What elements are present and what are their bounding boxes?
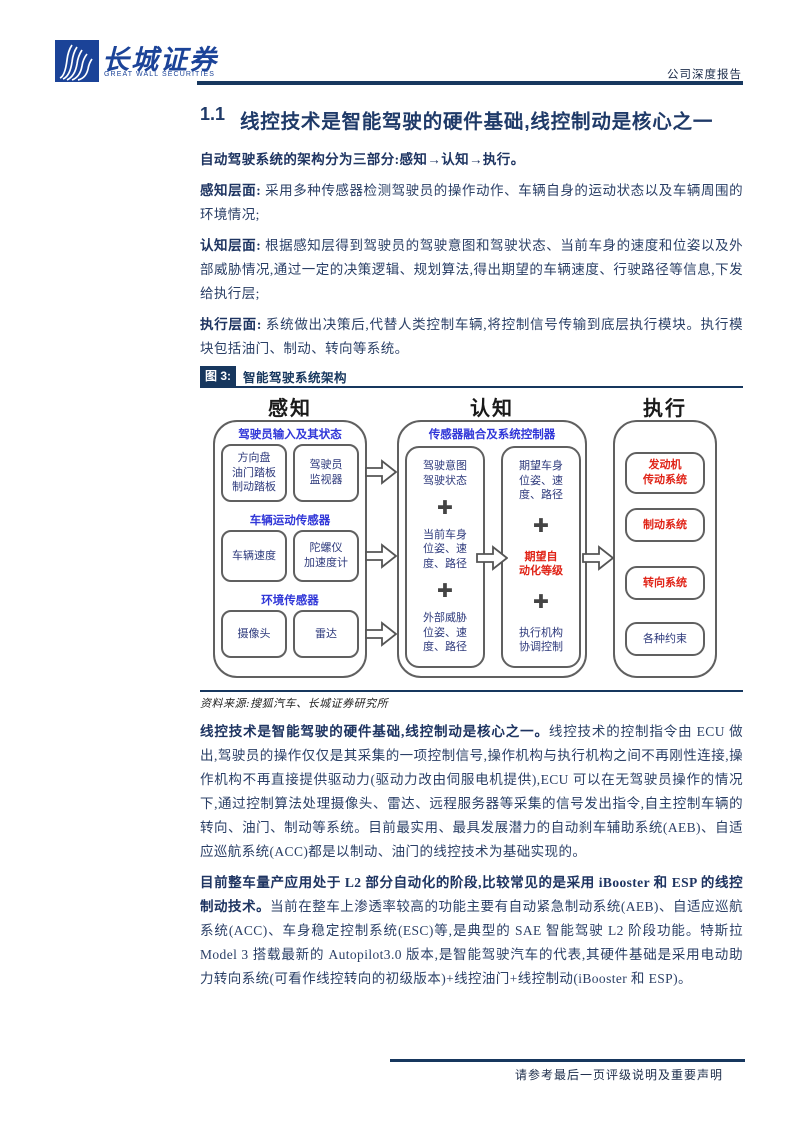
- arrow-icon: [476, 545, 508, 571]
- paragraph-cognition: 认知层面: 根据感知层得到驾驶员的驾驶意图和驾驶状态、当前车身的速度和位姿以及外…: [200, 234, 743, 306]
- arrow-icon: [365, 621, 397, 647]
- paragraph-execution-lead: 执行层面:: [200, 317, 262, 332]
- paragraph-perception-lead: 感知层面:: [200, 183, 262, 198]
- arrow-icon: [582, 545, 614, 571]
- vehicle-motion-sensor-label: 车辆运动传感器: [249, 515, 331, 527]
- brand-name-cn: 长城证券: [102, 45, 218, 75]
- paragraph-cognition-body: 根据感知层得到驾驶员的驾驶意图和驾驶状态、当前车身的速度和位姿以及外部威胁情况,…: [200, 238, 743, 301]
- environment-sensor-label: 环境传感器: [261, 595, 319, 607]
- paragraph-xbywire-body: 线控技术的控制指令由 ECU 做出,驾驶员的操作仅仅是其采集的一项控制信号,操作…: [200, 724, 743, 859]
- column-header-execution: 执行: [643, 398, 687, 420]
- cognition-output-stack: 期望车身 位姿、速 度、路径 ✚ 期望自 动化等级 ✚ 执行机构 协调控制: [501, 446, 581, 668]
- content-column: 1.1 线控技术是智能驾驶的硬件基础,线控制动是核心之一 自动驾驶系统的架构分为…: [200, 85, 743, 991]
- driving-intent-text: 驾驶意图 驾驶状态: [423, 460, 467, 487]
- figure-source: 资料来源:搜狐汽车、长城证券研究所: [200, 690, 743, 711]
- figure-caption: 图 3: 智能驾驶系统架构: [200, 366, 743, 388]
- section-heading: 1.1 线控技术是智能驾驶的硬件基础,线控制动是核心之一: [200, 101, 743, 143]
- paragraph-l2-body: 当前在整车上渗透率较高的功能主要有自动紧急制动系统(AEB)、自适应巡航系统(A…: [200, 899, 743, 986]
- radar-box: 雷达: [293, 610, 359, 658]
- plus-icon: ✚: [437, 497, 453, 519]
- camera-box: 摄像头: [221, 610, 287, 658]
- external-threat-text: 外部威胁 位姿、速 度、路径: [423, 612, 467, 654]
- paragraph-l2: 目前整车量产应用处于 L2 部分自动化的阶段,比较常见的是采用 iBooster…: [200, 871, 743, 991]
- figure-title: 智能驾驶系统架构: [243, 370, 348, 385]
- constraints-box: 各种约束: [625, 622, 705, 656]
- paragraph-perception: 感知层面: 采用多种传感器检测驾驶员的操作动作、车辆自身的运动状态以及车辆周围的…: [200, 179, 743, 227]
- vehicle-speed-box: 车辆速度: [221, 530, 287, 582]
- steering-system-box: 转向系统: [625, 566, 705, 600]
- actuator-coordination-text: 执行机构 协调控制: [519, 626, 563, 654]
- driver-monitor-box: 驾驶员 监视器: [293, 444, 359, 502]
- current-body-state-text: 当前车身 位姿、速 度、路径: [423, 528, 467, 570]
- paragraph-xbywire: 线控技术是智能驾驶的硬件基础,线控制动是核心之一。线控技术的控制指令由 ECU …: [200, 720, 743, 864]
- footer-rule: [390, 1059, 745, 1062]
- brand-name-en: GREAT WALL SECURITIES: [104, 71, 216, 78]
- report-type-label: 公司深度报告: [667, 69, 742, 81]
- figure-label-badge: 图 3:: [200, 366, 237, 386]
- paragraph-cognition-lead: 认知层面:: [200, 238, 262, 253]
- intro-text: 自动驾驶系统的架构分为三部分:感知→认知→执行。: [200, 152, 525, 167]
- column-header-cognition: 认知: [470, 398, 514, 420]
- arrow-icon: [365, 543, 397, 569]
- expected-body-state-text: 期望车身 位姿、速 度、路径: [519, 460, 563, 502]
- smart-driving-architecture-diagram: 感知 认知 执行 驾驶员输入及其状态 方向盘 油门踏板 制动踏板 驾驶员 监视器…: [200, 390, 743, 684]
- plus-icon: ✚: [533, 515, 549, 537]
- header-rule: [197, 81, 743, 85]
- gyro-accelerometer-box: 陀螺仪 加速度计: [293, 530, 359, 582]
- plus-icon: ✚: [437, 580, 453, 602]
- section-title: 线控技术是智能驾驶的硬件基础,线控制动是核心之一: [240, 111, 714, 133]
- arrow-icon: [365, 459, 397, 485]
- paragraph-execution: 执行层面: 系统做出决策后,代替人类控制车辆,将控制信号传输到底层执行模块。执行…: [200, 313, 743, 361]
- section-number: 1.1: [200, 104, 226, 124]
- brake-system-box: 制动系统: [625, 508, 705, 542]
- paragraph-xbywire-lead: 线控技术是智能驾驶的硬件基础,线控制动是核心之一。: [200, 724, 549, 739]
- paragraph-execution-body: 系统做出决策后,代替人类控制车辆,将控制信号传输到底层执行模块。执行模块包括油门…: [200, 317, 744, 356]
- engine-drivetrain-box: 发动机 传动系统: [625, 452, 705, 494]
- driver-input-label: 驾驶员输入及其状态: [238, 429, 342, 441]
- sensor-fusion-label: 传感器融合及系统控制器: [428, 429, 556, 441]
- plus-icon: ✚: [533, 591, 549, 613]
- expected-automation-level-text: 期望自 动化等级: [519, 550, 563, 578]
- footer-disclaimer: 请参考最后一页评级说明及重要声明: [514, 1068, 723, 1082]
- cognition-input-stack: 驾驶意图 驾驶状态 ✚ 当前车身 位姿、速 度、路径 ✚ 外部威胁 位姿、速 度…: [405, 446, 485, 668]
- column-header-perception: 感知: [268, 398, 312, 420]
- pedals-box: 方向盘 油门踏板 制动踏板: [221, 444, 287, 502]
- paragraph-intro: 自动驾驶系统的架构分为三部分:感知→认知→执行。: [200, 148, 743, 172]
- paragraph-perception-body: 采用多种传感器检测驾驶员的操作动作、车辆自身的运动状态以及车辆周围的环境情况;: [200, 183, 743, 222]
- paragraph-l2-lead: 目前整车量产应用处于 L2 部分自动化的阶段,比较常见的是采用 iBooster…: [200, 875, 743, 914]
- greatwall-logo-icon: [55, 40, 99, 82]
